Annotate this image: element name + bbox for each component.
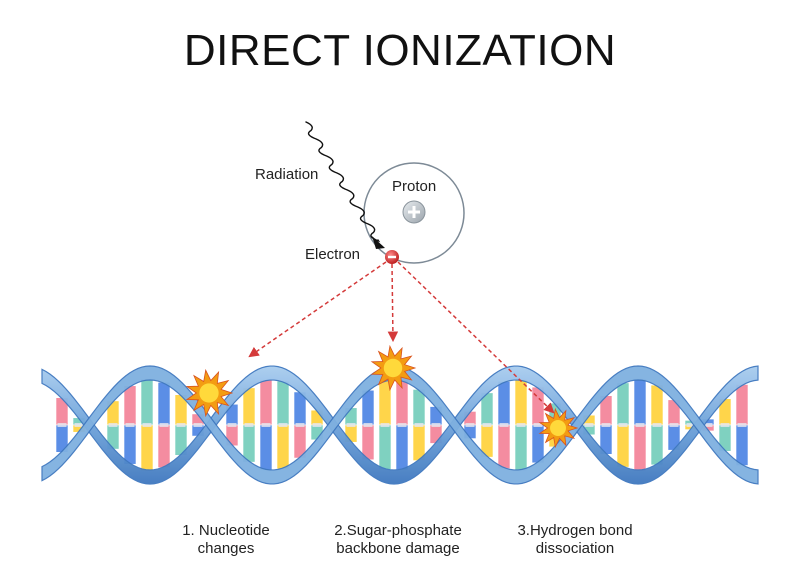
base-bottom: [276, 424, 290, 470]
hydrogen-bond: [346, 423, 356, 427]
dna-helix: [41, 365, 759, 485]
hydrogen-bond: [686, 423, 696, 427]
base-bottom: [123, 424, 137, 465]
caption-backbone-damage: 2.Sugar-phosphate backbone damage: [298, 522, 498, 558]
base-bottom: [531, 424, 545, 464]
caption-hydrogen-bond: 3.Hydrogen bond dissociation: [475, 522, 675, 558]
hydrogen-bond: [312, 423, 322, 427]
base-bottom: [514, 424, 528, 471]
hydrogen-bond: [261, 423, 271, 427]
hydrogen-bond: [465, 423, 475, 427]
hydrogen-bond: [193, 423, 203, 427]
base-bottom: [497, 424, 511, 469]
hydrogen-bond: [278, 423, 288, 427]
starburst-icon: [370, 344, 417, 392]
hydrogen-bond: [703, 423, 713, 427]
page-title: DIRECT IONIZATION: [183, 26, 617, 75]
base-bottom: [650, 424, 664, 466]
arrow-to-hydrogen-bond: [397, 261, 555, 414]
base-top: [140, 378, 154, 426]
hydrogen-bond: [380, 423, 390, 427]
caption-line: 2.Sugar-phosphate: [334, 522, 462, 539]
caption-line: backbone damage: [336, 540, 460, 557]
starburst-icon: [538, 407, 579, 449]
caption-line: dissociation: [535, 540, 615, 557]
base-bottom: [259, 424, 273, 471]
backbone-strand: [41, 365, 759, 485]
burst-core: [199, 383, 219, 403]
base-bottom: [242, 424, 256, 463]
hydrogen-bond: [363, 423, 373, 427]
hydrogen-bond: [57, 423, 67, 427]
starburst-icon: [185, 368, 234, 418]
hydrogen-bond: [533, 423, 543, 427]
hydrogen-bond: [516, 423, 526, 427]
hydrogen-bond: [499, 423, 509, 427]
hydrogen-bond: [108, 423, 118, 427]
hydrogen-bond: [720, 423, 730, 427]
base-bottom: [616, 424, 630, 468]
hydrogen-bond: [652, 423, 662, 427]
electron-label: Electron: [305, 246, 361, 263]
hydrogen-bond: [176, 423, 186, 427]
hydrogen-bond: [669, 423, 679, 427]
caption-nucleotide-changes: 1. Nucleotide changes: [126, 522, 326, 558]
base-bottom: [378, 424, 392, 470]
hydrogen-bond: [584, 423, 594, 427]
hydrogen-bond: [244, 423, 254, 427]
base-top: [497, 381, 511, 426]
base-bottom: [633, 424, 647, 472]
base-bottom: [735, 424, 749, 466]
base-pairs: [55, 378, 749, 472]
base-top: [276, 380, 290, 426]
caption-line: changes: [197, 540, 255, 557]
hydrogen-bond: [737, 423, 747, 427]
electron-icon: [385, 250, 399, 264]
base-top: [735, 384, 749, 426]
backbone-strand-back: [41, 365, 759, 485]
burst-core: [550, 420, 566, 436]
hydrogen-bond: [431, 423, 441, 427]
base-bottom: [157, 424, 171, 468]
base-top: [259, 379, 273, 426]
backbone-strand-front: [41, 365, 759, 485]
proton-label: Proton: [392, 178, 437, 195]
hydrogen-bond: [601, 423, 611, 427]
hydrogen-bond: [227, 423, 237, 427]
backbone-strand: [41, 365, 759, 485]
base-top: [157, 382, 171, 426]
radiation-wave-icon: [305, 121, 385, 249]
caption-line: 1. Nucleotide: [182, 522, 270, 539]
caption-line: 3.Hydrogen bond: [517, 522, 633, 539]
ionization-arrows: [248, 261, 555, 414]
hydrogen-bond: [397, 423, 407, 427]
hydrogen-bond: [635, 423, 645, 427]
arrow-to-nucleotide: [248, 261, 387, 358]
hydrogen-bond: [618, 423, 628, 427]
base-top: [123, 385, 137, 426]
radiation-label: Radiation: [255, 166, 319, 183]
base-bottom: [395, 424, 409, 471]
hydrogen-bond: [414, 423, 424, 427]
damage-bursts: [185, 344, 579, 449]
hydrogen-bond: [159, 423, 169, 427]
hydrogen-bond: [125, 423, 135, 427]
base-top: [531, 386, 545, 426]
hydrogen-bond: [74, 423, 84, 427]
burst-core: [383, 358, 403, 378]
base-top: [633, 378, 647, 426]
hydrogen-bond: [142, 423, 152, 427]
base-top: [242, 387, 256, 426]
base-top: [650, 384, 664, 426]
proton-icon: [402, 200, 426, 224]
arrow-to-backbone: [387, 263, 399, 343]
base-bottom: [140, 424, 154, 472]
hydrogen-bond: [295, 423, 305, 427]
base-top: [514, 379, 528, 426]
base-top: [616, 382, 630, 426]
hydrogen-bond: [482, 423, 492, 427]
